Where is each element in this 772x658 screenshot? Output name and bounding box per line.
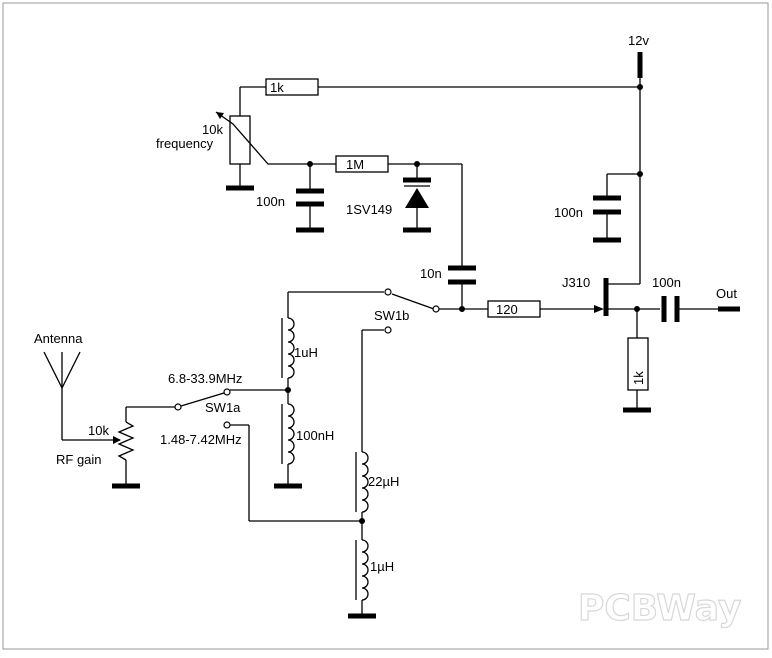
potentiometer-frequency: 10k frequency [156, 87, 308, 191]
inductor-1uh-upper: 1uH [281, 292, 318, 404]
svg-text:1uH: 1uH [294, 345, 318, 360]
antenna-label: Antenna [34, 331, 83, 346]
inductor-1uh-lower: 1µH [348, 539, 394, 619]
resistor-120: 120 [462, 300, 604, 318]
svg-text:10k: 10k [88, 423, 109, 438]
switch-sw1b: SW1b [288, 288, 462, 452]
varactor-diode: 1SV149 [346, 161, 431, 233]
resistor-1k-source: 1k [623, 309, 651, 413]
capacitor-100n-right: 100n [554, 173, 640, 243]
svg-text:J310: J310 [562, 275, 590, 290]
capacitor-100n-output: 100n Out [652, 275, 740, 322]
svg-text:frequency: frequency [156, 136, 214, 151]
capacitor-100n-left: 100n [256, 161, 324, 233]
potentiometer-rf-gain: 10k RF gain [56, 407, 140, 489]
svg-text:1k: 1k [270, 80, 284, 95]
svg-text:1k: 1k [631, 371, 646, 385]
resistor-1m: 1M [308, 155, 462, 173]
svg-text:6.8-33.9MHz: 6.8-33.9MHz [168, 371, 242, 386]
svg-text:SW1b: SW1b [374, 308, 409, 323]
supply-12v: 12v [628, 33, 649, 284]
svg-text:1µH: 1µH [370, 559, 394, 574]
switch-sw1a: SW1a 6.8-33.9MHz 1.48-7.42MHz [126, 371, 362, 522]
svg-text:1.48-7.42MHz: 1.48-7.42MHz [160, 432, 242, 447]
jfet-j310: J310 [562, 275, 660, 316]
resistor-1k-top: 1k [240, 78, 640, 96]
supply-label: 12v [628, 33, 649, 48]
svg-text:100n: 100n [652, 275, 681, 290]
svg-text:100nH: 100nH [296, 428, 334, 443]
capacitor-10n: 10n [420, 164, 476, 312]
diagram-border [2, 2, 769, 650]
svg-text:SW1a: SW1a [205, 400, 241, 415]
watermark-logo: PCBWay [578, 588, 741, 629]
antenna: Antenna [34, 331, 112, 441]
out-label: Out [716, 286, 737, 301]
svg-text:100n: 100n [554, 205, 583, 220]
svg-text:1M: 1M [346, 157, 364, 172]
svg-text:10n: 10n [420, 266, 442, 281]
svg-text:120: 120 [496, 302, 518, 317]
inductor-22uh: 22µH [355, 451, 399, 540]
inductor-100nh: 100nH [274, 403, 334, 489]
svg-text:RF gain: RF gain [56, 452, 102, 467]
svg-text:10k: 10k [202, 122, 223, 137]
svg-text:100n: 100n [256, 194, 285, 209]
svg-text:22µH: 22µH [368, 474, 399, 489]
svg-text:1SV149: 1SV149 [346, 202, 392, 217]
